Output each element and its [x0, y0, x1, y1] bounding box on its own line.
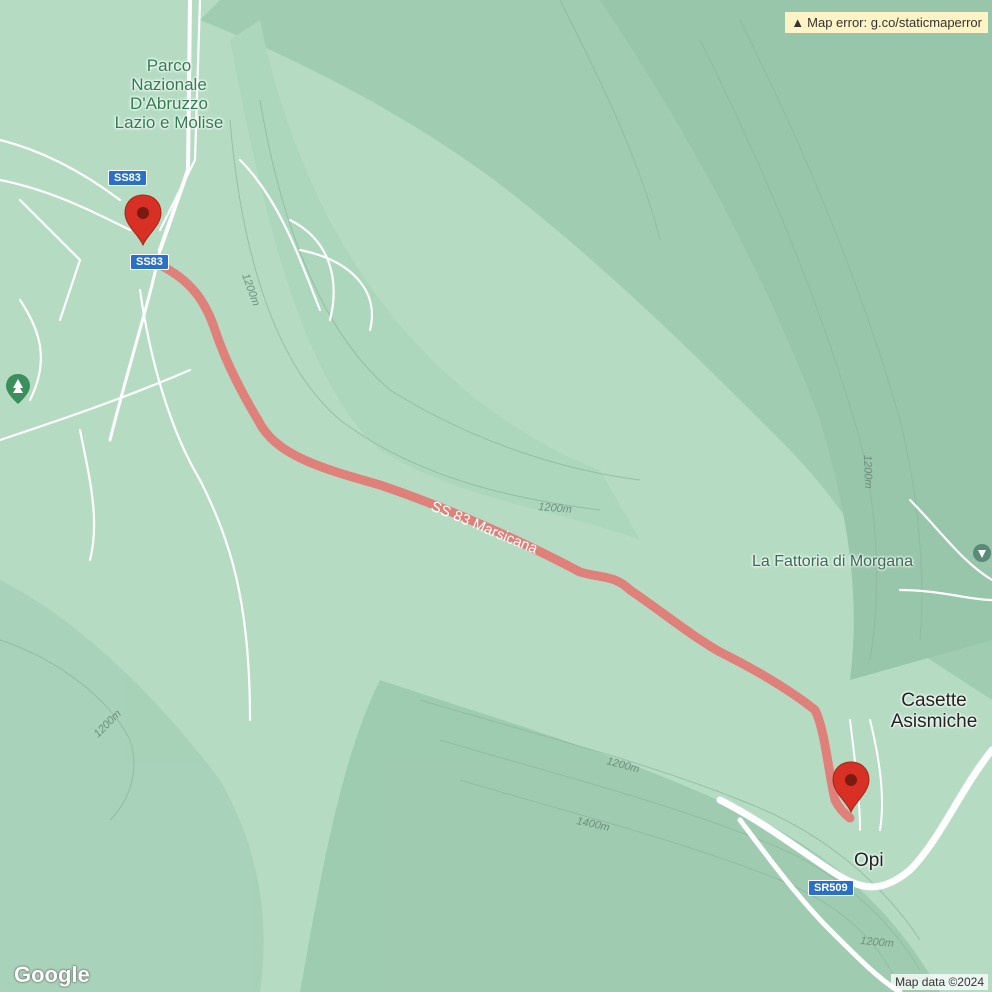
park-label-line: D'Abruzzo — [130, 94, 208, 113]
end-marker-icon[interactable] — [832, 761, 870, 814]
park-label: Parco Nazionale D'Abruzzo Lazio e Molise — [96, 56, 242, 132]
contour-label: 1200m — [861, 455, 874, 489]
google-logo: Google — [14, 962, 90, 987]
road-shield-ss83: SS83 — [108, 170, 147, 186]
route-line — [155, 260, 855, 823]
warning-icon: ▲ — [791, 15, 805, 30]
road-shield-ss83: SS83 — [130, 254, 169, 270]
poi-label[interactable]: La Fattoria di Morgana — [752, 553, 913, 570]
contour-label: 1200m — [538, 501, 573, 516]
road-shield-sr509: SR509 — [808, 880, 854, 896]
place-label-line: Asismiche — [890, 711, 978, 732]
restaurant-icon[interactable] — [973, 544, 991, 562]
place-label-opi: Opi — [854, 850, 884, 871]
place-label-line: Casette — [901, 690, 967, 711]
place-label-casette: Casette Asismiche — [876, 690, 992, 732]
map-error-banner[interactable]: ▲Map error: g.co/staticmaperror — [785, 12, 988, 33]
park-icon[interactable] — [6, 374, 30, 404]
map-error-text: Map error: g.co/staticmaperror — [807, 15, 982, 30]
park-label-line: Nazionale — [131, 75, 207, 94]
start-marker-icon[interactable] — [124, 194, 162, 247]
park-label-line: Parco — [146, 56, 192, 75]
park-label-line: Lazio e Molise — [114, 113, 224, 132]
contour-label: 1200m — [860, 935, 895, 950]
map-attribution[interactable]: Map data ©2024 — [891, 974, 988, 990]
